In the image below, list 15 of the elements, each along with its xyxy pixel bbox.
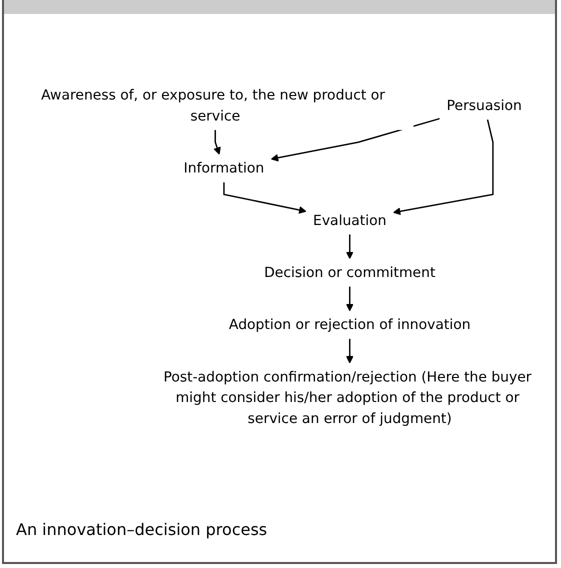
arrow: [213, 130, 221, 155]
arrow: [393, 119, 494, 216]
node-text: Awareness of, or exposure to, the new product or service: [41, 86, 385, 124]
node-text: Decision or commitment: [264, 264, 436, 280]
node-text: Persuasion: [446, 96, 522, 114]
arrow: [270, 118, 440, 162]
node-text: Information: [184, 160, 264, 176]
arrow: [346, 286, 354, 312]
arrow: [346, 338, 354, 364]
node-text: Adoption or rejection of innovation: [228, 316, 471, 333]
node-text: Evaluation: [313, 212, 386, 228]
node-text: Post-adoption confirmation/rejection (Here the buyer might consider his/her adoption of the product or service an error of judgment): [164, 368, 532, 427]
arrow: [223, 182, 306, 214]
caption: An innovation–decision process: [16, 520, 268, 539]
arrow: [346, 234, 354, 260]
